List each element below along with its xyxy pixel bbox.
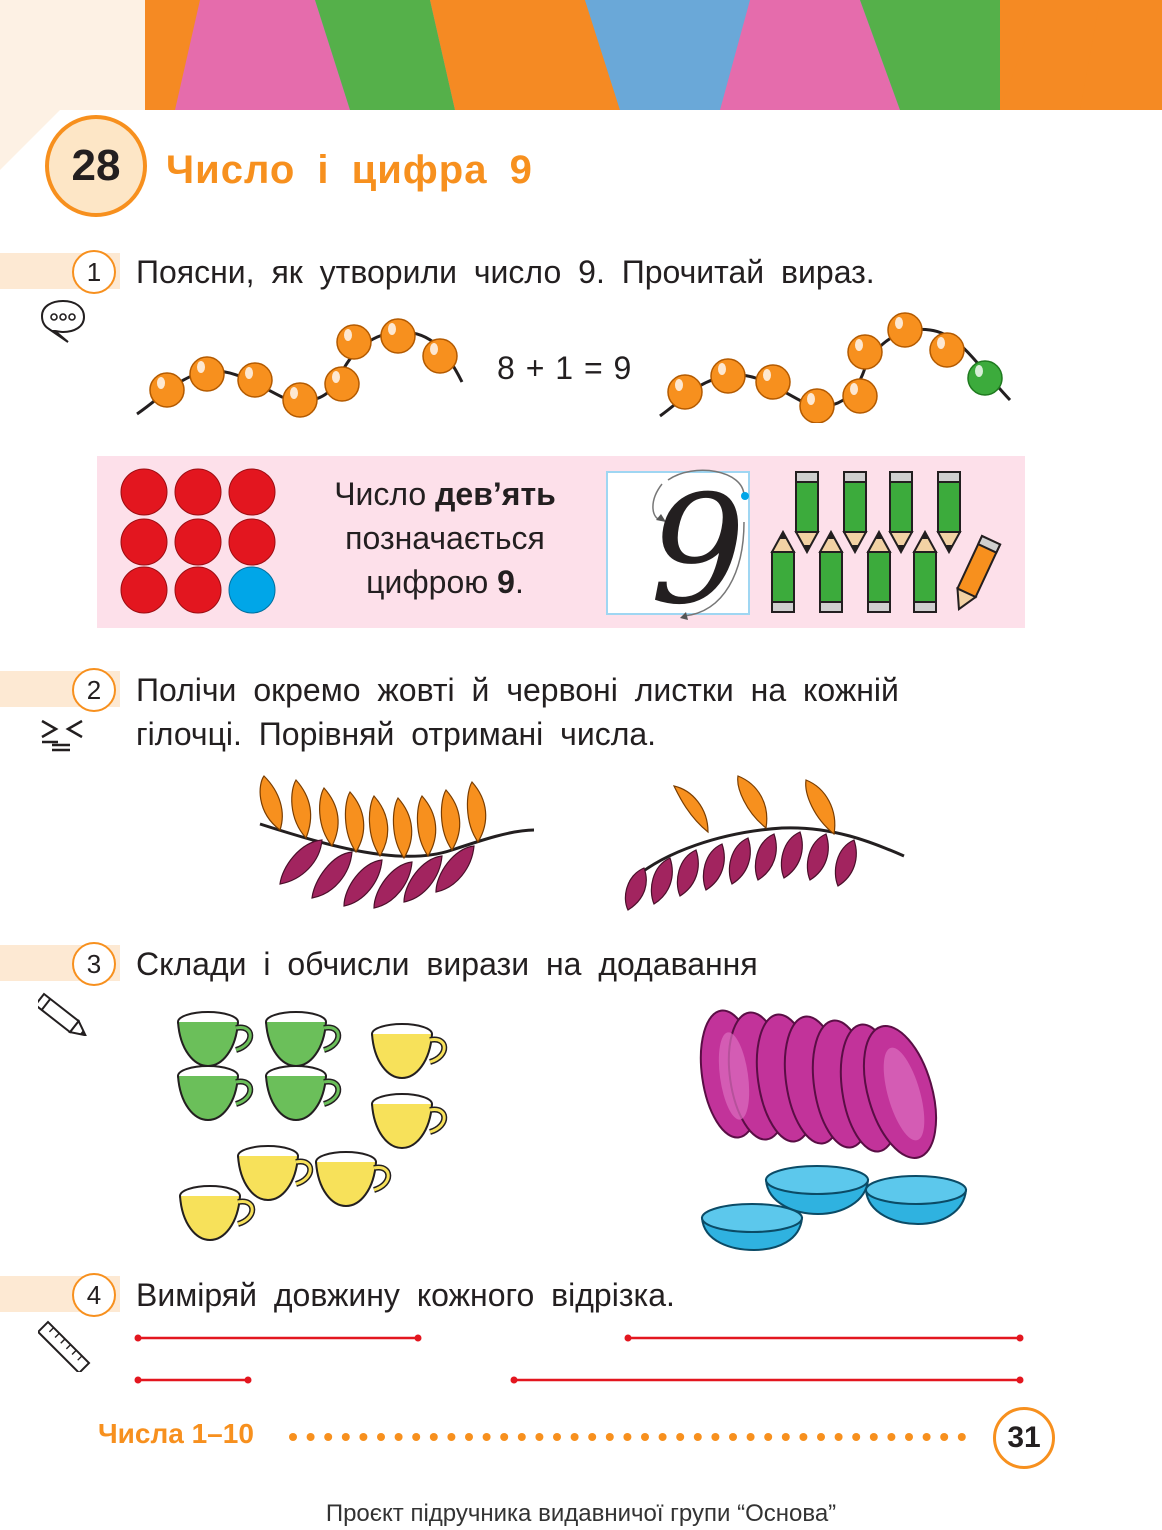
equation-text: 8 + 1 = 9: [497, 350, 633, 386]
leader-dot: [394, 1433, 403, 1441]
digit-nine: 9: [650, 464, 745, 622]
leader-dot: [306, 1433, 315, 1441]
leader-dot: [588, 1433, 597, 1441]
speech-bubble-icon: [40, 299, 86, 343]
leader-dot: [482, 1433, 491, 1441]
leader-dot: [570, 1433, 579, 1441]
lesson-number-badge: 28: [45, 115, 147, 217]
leader-dot: [693, 1433, 702, 1441]
leader-dot: [359, 1433, 368, 1441]
leader-dot: [869, 1433, 878, 1441]
leader-dot: [517, 1433, 526, 1441]
nine-dots-grid: [120, 468, 276, 614]
task-1-text: Поясни, як утворили число 9. Прочитай ви…: [136, 254, 875, 290]
info-text: Число дев’ять позначається цифрою 9.: [334, 476, 556, 600]
leader-dot: [711, 1433, 720, 1441]
leader-dot: [553, 1433, 561, 1441]
leader-dot: [764, 1433, 773, 1441]
nine-pencils: [771, 471, 1002, 613]
publisher-credit: Проєкт підручника видавничої групи “Осно…: [325, 1500, 837, 1527]
pencil-icon: [38, 992, 88, 1036]
leader-dot: [887, 1433, 896, 1441]
leader-dot: [465, 1433, 473, 1441]
leader-dot: [817, 1433, 825, 1441]
task-2-text-line1: Полічи окремо жовті й червоні листки на …: [136, 672, 899, 708]
leader-dot: [834, 1433, 843, 1441]
leader-dot: [623, 1433, 632, 1441]
ruler-icon: [38, 1320, 91, 1372]
dotted-leader: [289, 1433, 966, 1441]
beads-string-nine: [659, 312, 1012, 423]
leader-dot: [605, 1433, 614, 1441]
leader-dot: [940, 1433, 949, 1441]
task-2-text-line2: гілочці. Порівняй отримані числа.: [136, 716, 657, 752]
leader-dot: [799, 1433, 808, 1441]
leader-dot: [641, 1433, 649, 1441]
leader-dot: [289, 1433, 297, 1441]
corner-decoration: [0, 110, 60, 170]
compare-signs-icon: [41, 719, 83, 752]
leader-dot: [447, 1433, 456, 1441]
cups-group: [170, 1008, 460, 1256]
leader-dot: [957, 1433, 966, 1441]
beads-string-eight: [136, 318, 464, 418]
leader-dot: [746, 1433, 755, 1441]
page-number: 31: [993, 1407, 1055, 1469]
branch-left: [259, 775, 535, 909]
digit-nine-writing-cell: 9: [606, 464, 750, 622]
task-number-2: 2: [72, 668, 116, 712]
segments-to-measure: [134, 1334, 1024, 1384]
leader-dot: [852, 1433, 861, 1441]
leader-dot: [535, 1433, 544, 1441]
leader-dot: [429, 1433, 438, 1441]
task-number-4: 4: [72, 1273, 116, 1317]
plates-and-bowls: [699, 1009, 968, 1252]
leader-dot: [922, 1433, 931, 1441]
leader-dot: [729, 1433, 737, 1441]
leader-dot: [377, 1433, 385, 1441]
leader-dot: [412, 1433, 421, 1441]
task-3-text: Склади і обчисли вирази на додавання: [136, 946, 758, 982]
lesson-title: Число і цифра 9: [166, 148, 533, 192]
branch-right: [624, 775, 905, 911]
task-number-3: 3: [72, 942, 116, 986]
leader-dot: [658, 1433, 667, 1441]
leader-dot: [341, 1433, 350, 1441]
leader-dot: [905, 1433, 913, 1441]
leader-dot: [500, 1433, 509, 1441]
leader-dot: [781, 1433, 790, 1441]
decorative-banner: [0, 0, 1162, 110]
leader-dot: [676, 1433, 685, 1441]
task-number-1: 1: [72, 250, 116, 294]
section-label: Числа 1–10: [98, 1418, 254, 1449]
task-4-text: Виміряй довжину кожного відрізка.: [136, 1277, 675, 1313]
leader-dot: [324, 1433, 333, 1441]
